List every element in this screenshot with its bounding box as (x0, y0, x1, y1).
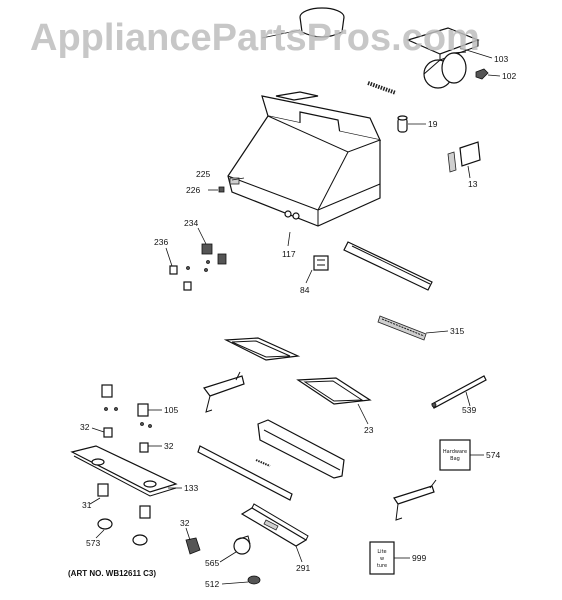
callout-234: 234 (184, 218, 198, 228)
callout-291: 291 (296, 563, 310, 573)
callout-32-b: 32 (164, 441, 174, 451)
part-rail-upper[interactable] (343, 241, 433, 291)
leader-573 (95, 529, 105, 539)
leader-539 (465, 391, 471, 407)
callout-102: 102 (502, 71, 516, 81)
part-234-bracket[interactable] (201, 243, 227, 272)
part-236-fitting[interactable] (169, 265, 192, 291)
callout-512: 512 (205, 579, 219, 589)
callout-573: 573 (86, 538, 100, 548)
leader-512 (221, 581, 249, 585)
leader-117 (287, 231, 291, 247)
leader-32-a (91, 427, 105, 433)
watermark-text: AppliancePartsPros.com (30, 17, 480, 59)
leader-102 (487, 74, 501, 77)
part-13-switch[interactable] (447, 141, 481, 173)
leader-84 (305, 269, 313, 284)
part-damper-bracket[interactable] (203, 371, 245, 413)
hardware-bag-line1: Hardware (443, 449, 467, 455)
callout-226: 226 (186, 185, 200, 195)
part-long-rail-right[interactable] (257, 419, 345, 479)
leader-13 (467, 165, 471, 179)
callout-133: 133 (184, 483, 198, 493)
part-19-bulb[interactable] (397, 115, 408, 133)
leader-23 (357, 403, 369, 425)
leader-225 (231, 177, 245, 181)
part-32-bulb-left[interactable] (103, 427, 149, 453)
leader-315 (425, 330, 449, 334)
leader-234 (197, 227, 207, 245)
part-23-filter[interactable] (296, 377, 372, 405)
callout-539: 539 (462, 405, 476, 415)
part-574-hardware-bag[interactable]: Hardware Bag (439, 439, 471, 471)
part-315-filter-rail[interactable] (377, 315, 427, 341)
callout-574: 574 (486, 450, 500, 460)
part-32-bulb-lower[interactable] (185, 537, 201, 555)
callout-84: 84 (300, 285, 310, 295)
callout-31: 31 (82, 500, 92, 510)
literature-line1: Lite (377, 549, 386, 555)
part-blower-assembly[interactable] (261, 7, 480, 89)
callout-32-c: 32 (180, 518, 190, 528)
callout-103: 103 (494, 54, 508, 64)
part-84-terminal[interactable] (313, 255, 329, 271)
callout-315: 315 (450, 326, 464, 336)
part-small-strip[interactable] (255, 459, 271, 467)
part-565-knob[interactable] (233, 535, 251, 555)
part-999-literature[interactable]: Lite w ture (369, 541, 395, 575)
leader-236 (165, 247, 173, 267)
leader-291 (295, 545, 303, 563)
part-right-bracket[interactable] (393, 479, 437, 521)
part-573-lens[interactable] (97, 518, 148, 546)
hardware-bag-line2: Bag (450, 456, 460, 462)
art-number: (ART NO. WB12611 C3) (68, 569, 156, 578)
part-512-cap[interactable] (247, 575, 261, 585)
part-duct-strip[interactable] (367, 81, 397, 95)
part-long-rail-left[interactable] (197, 445, 293, 501)
part-105-socket[interactable] (101, 384, 152, 428)
callout-236: 236 (154, 237, 168, 247)
callout-105: 105 (164, 405, 178, 415)
leader-103 (459, 47, 493, 59)
callout-117: 117 (282, 249, 296, 259)
callout-999: 999 (412, 553, 426, 563)
part-291-channel[interactable] (240, 503, 309, 547)
part-filter-left[interactable] (223, 337, 301, 361)
callout-565: 565 (205, 558, 219, 568)
callout-32-a: 32 (80, 422, 90, 432)
callout-23: 23 (364, 425, 374, 435)
part-226-screw[interactable] (218, 186, 225, 193)
part-31-lamp-socket[interactable] (97, 483, 151, 519)
callout-225: 225 (196, 169, 210, 179)
part-539-rod[interactable] (431, 375, 487, 409)
leader-31 (89, 497, 101, 505)
callout-13: 13 (468, 179, 478, 189)
part-hood-body[interactable] (227, 91, 382, 227)
part-blower-clip[interactable] (475, 68, 489, 80)
leader-32-c (185, 527, 191, 541)
leader-565 (219, 551, 237, 563)
callout-19: 19 (428, 119, 438, 129)
literature-line2: w (380, 556, 384, 562)
part-133-light-panel[interactable] (70, 445, 178, 497)
literature-line3: ture (377, 563, 387, 569)
